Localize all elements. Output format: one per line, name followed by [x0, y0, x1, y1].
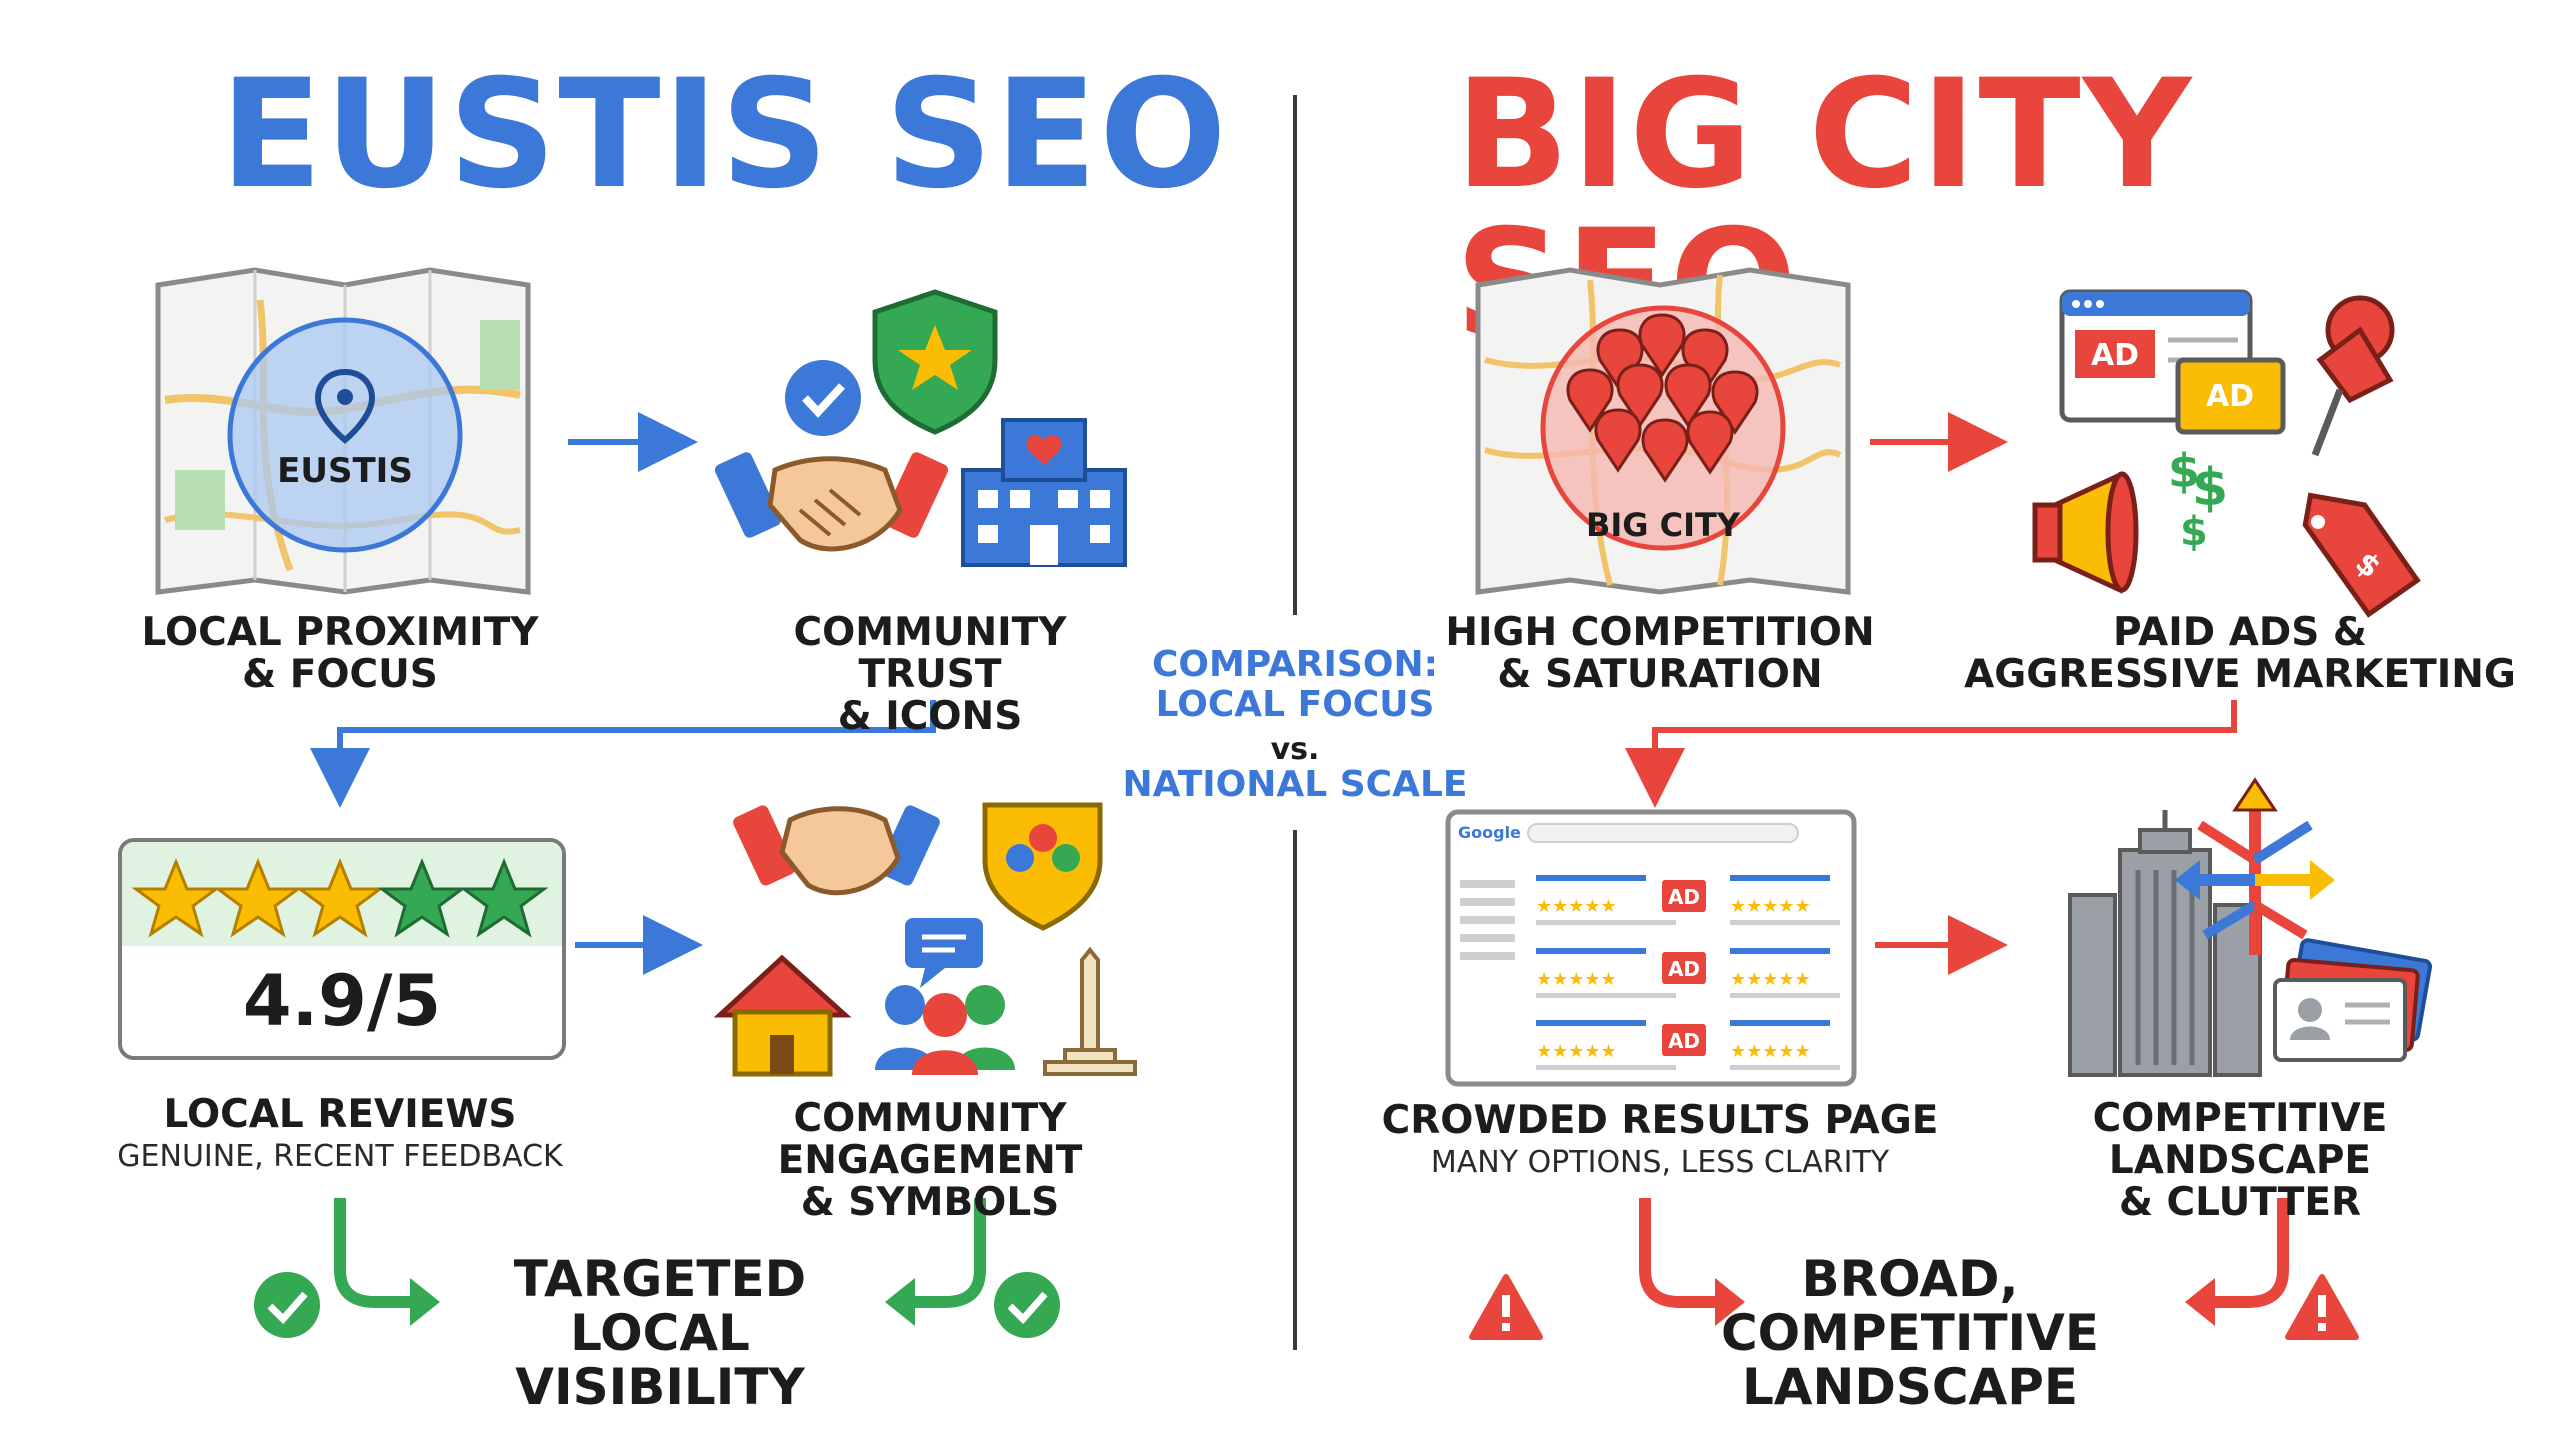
green-arrow-right [885, 1278, 915, 1326]
green-arrow-left [410, 1278, 440, 1326]
right-diagram: BIG CITY AD AD $ $ $ $ [1445, 267, 2433, 1340]
label-paid-ads: PAID ADS & AGGRESSIVE MARKETING [1964, 610, 2516, 697]
house-icon [713, 954, 852, 1077]
check-badge-icon [785, 360, 861, 436]
megaphone-icon [2032, 471, 2139, 594]
right-outcome: BROAD, COMPETITIVE LANDSCAPE [1720, 1250, 2100, 1416]
ad-label-4: AD [1668, 957, 1700, 981]
paid-ads-icons: AD AD $ $ $ $ [2032, 289, 2421, 618]
svg-text:★★★★★: ★★★★★ [1536, 896, 1617, 917]
search-brand: Google [1458, 823, 1521, 842]
ad-label-3: AD [1668, 885, 1700, 909]
community-crest-icon [982, 802, 1103, 931]
community-engagement-icons [713, 802, 1137, 1077]
price-tag-icon: $ [2302, 492, 2421, 618]
elbow-arrow-left [310, 700, 936, 808]
label-crowded-results: CROWDED RESULTS PAGE [1381, 1098, 1939, 1143]
warning-icon-left [1469, 1274, 1543, 1340]
map-city-label: BIG CITY [1586, 506, 1741, 544]
dollar-sign-icon-2: $ [2192, 458, 2228, 518]
label-local-proximity: LOCAL PROXIMITY & FOCUS [141, 610, 539, 697]
red-arrow-bottom-right [2185, 1278, 2215, 1326]
svg-text:★★★★★: ★★★★★ [1730, 1041, 1811, 1062]
competitive-landscape-icons [2068, 777, 2433, 1077]
svg-text:★★★★★: ★★★★★ [1536, 969, 1617, 990]
business-cards-icon [2273, 938, 2433, 1062]
comparison-line-3: vs. [1270, 732, 1320, 767]
comparison-line-2: LOCAL FOCUS [1155, 684, 1435, 725]
red-elbow-arrow [1625, 700, 2237, 808]
left-outcome: TARGETED LOCAL VISIBILITY [513, 1250, 807, 1416]
ad-label-2: AD [2206, 379, 2254, 414]
crowded-city-map-icon: BIG CITY [1475, 267, 1851, 595]
handshake-icon [714, 452, 949, 552]
chat-bubble-icon [905, 918, 983, 968]
warning-icon-right [2285, 1274, 2359, 1340]
comparison-line-1: COMPARISON: [1152, 644, 1438, 685]
center-divider-bottom [1293, 830, 1297, 1350]
sub-crowded-results: MANY OPTIONS, LESS CLARITY [1430, 1145, 1890, 1180]
monument-icon [1043, 946, 1137, 1076]
handshake-icon-2 [733, 805, 940, 896]
dollar-sign-icon-3: $ [2180, 509, 2208, 555]
ad-block-icon [2075, 330, 2155, 378]
svg-text:★★★★★: ★★★★★ [1730, 896, 1811, 917]
rating-card: 4.9/5 [118, 838, 566, 1060]
people-group-icon [875, 985, 1015, 1075]
red-arrow-bottom-left [1715, 1278, 1745, 1326]
label-local-reviews: LOCAL REVIEWS [163, 1092, 517, 1137]
checkmark-icon-left [254, 1272, 320, 1338]
local-map-icon: EUSTIS [155, 267, 531, 595]
left-title: EUSTIS SEO [220, 48, 1229, 222]
crossroad-arrows-icon [2175, 777, 2335, 955]
community-trust-icons [714, 289, 1127, 567]
community-building-icon [961, 418, 1127, 567]
left-diagram: EUSTIS [131, 267, 1137, 1338]
label-high-competition: HIGH COMPETITION & SATURATION [1445, 610, 1875, 697]
dollar-sign-icon-1: $ [2168, 444, 2200, 498]
comparison-line-4: NATIONAL SCALE [1122, 764, 1468, 805]
rating-value: 4.9/5 [242, 960, 442, 1042]
ad-label-1: AD [2091, 338, 2139, 373]
label-community-trust: COMMUNITY TRUST & ICONS [793, 610, 1067, 739]
label-community-engagement: COMMUNITY ENGAGEMENT & SYMBOLS [777, 1096, 1083, 1225]
svg-text:★★★★★: ★★★★★ [1536, 1041, 1617, 1062]
center-divider-top [1293, 95, 1297, 615]
svg-text:★★★★★: ★★★★★ [1730, 969, 1811, 990]
push-pin-icon [2311, 295, 2395, 457]
ad-label-5: AD [1668, 1029, 1700, 1053]
search-results-page-icon: Google ★★★★★ ★★★★★ ★★★★★ AD AD AD ★★★★★ … [1445, 809, 1857, 1087]
rating-card-header [122, 842, 562, 946]
label-competitive-landscape: COMPETITIVE LANDSCAPE & CLUTTER [2092, 1096, 2388, 1225]
map-town-label: EUSTIS [277, 451, 413, 491]
sub-local-reviews: GENUINE, RECENT FEEDBACK [117, 1139, 563, 1174]
checkmark-icon-right [994, 1272, 1060, 1338]
